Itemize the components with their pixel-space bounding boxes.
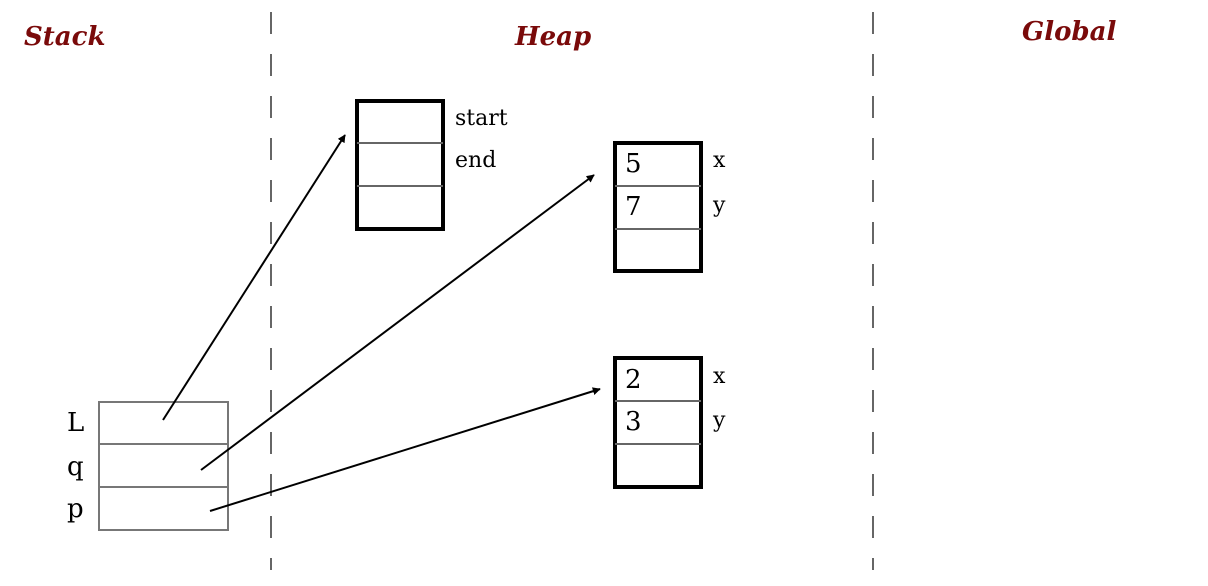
point-b-x-label: x [713,364,726,389]
pointer-arrow-q-to-point-a [200,174,595,471]
field-label-start: start [455,106,508,131]
list-object-box [355,99,445,231]
point-b-box [613,356,703,489]
point-a-box [613,141,703,273]
heap-region-title: Heap [514,22,591,52]
field-label-end: end [455,148,496,173]
stack-var-label-q: q [67,452,84,482]
heap-point-a-object: 5 7 x y [613,141,726,273]
stack-cell-p [98,486,229,531]
point-b-x-value: 2 [625,365,642,395]
global-region-title: Global [1022,17,1116,47]
heap-list-object: start end [355,99,508,231]
stack-cell-L [98,401,229,445]
stack-region-title: Stack [24,22,105,52]
stack-var-label-L: L [67,408,84,438]
point-a-x-label: x [713,148,726,173]
point-a-y-label: y [712,193,726,218]
heap-point-b-object: 2 3 x y [613,356,726,489]
point-b-y-label: y [712,408,726,433]
stack-var-label-p: p [67,494,84,524]
pointer-arrow-L-to-list [162,134,346,421]
pointer-arrow-p-to-point-b [209,387,601,512]
point-b-y-value: 3 [625,407,642,437]
point-a-x-value: 5 [625,149,642,179]
point-a-y-value: 7 [625,192,642,222]
stack-frame: L q p [67,401,229,531]
